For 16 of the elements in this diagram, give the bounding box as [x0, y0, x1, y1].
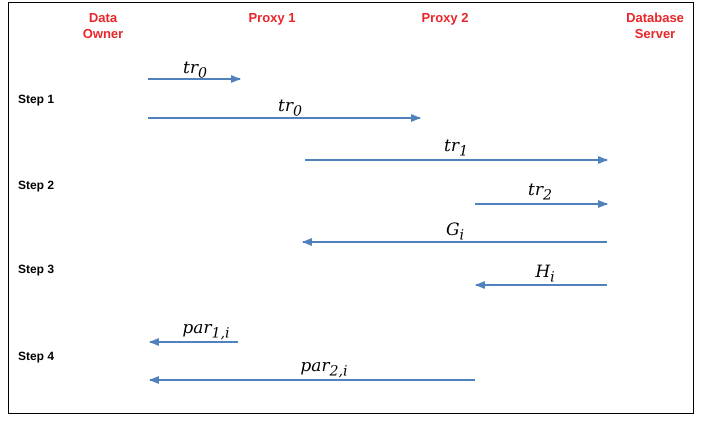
- message-label: tr$_{0}$: [183, 58, 207, 84]
- step-label: Step 3: [18, 262, 54, 276]
- step-label: Step 4: [18, 349, 54, 363]
- message-label: tr$_{0}$: [278, 96, 302, 122]
- step-label: Step 1: [18, 92, 54, 106]
- message-label: par$_{1,i}$: [182, 318, 230, 344]
- participant-heading: Database Server: [625, 10, 685, 42]
- participant-heading: Proxy 1: [248, 10, 296, 26]
- message-label: par$_{2,i}$: [300, 356, 348, 382]
- participant-heading: Data Owner: [82, 10, 124, 42]
- step-label: Step 2: [18, 178, 54, 192]
- message-label: tr$_{1}$: [444, 136, 468, 162]
- message-label: H$_{i}$: [535, 262, 555, 288]
- message-label: tr$_{2}$: [528, 180, 552, 206]
- message-label: G$_{i}$: [446, 220, 464, 246]
- participant-heading: Proxy 2: [420, 10, 470, 26]
